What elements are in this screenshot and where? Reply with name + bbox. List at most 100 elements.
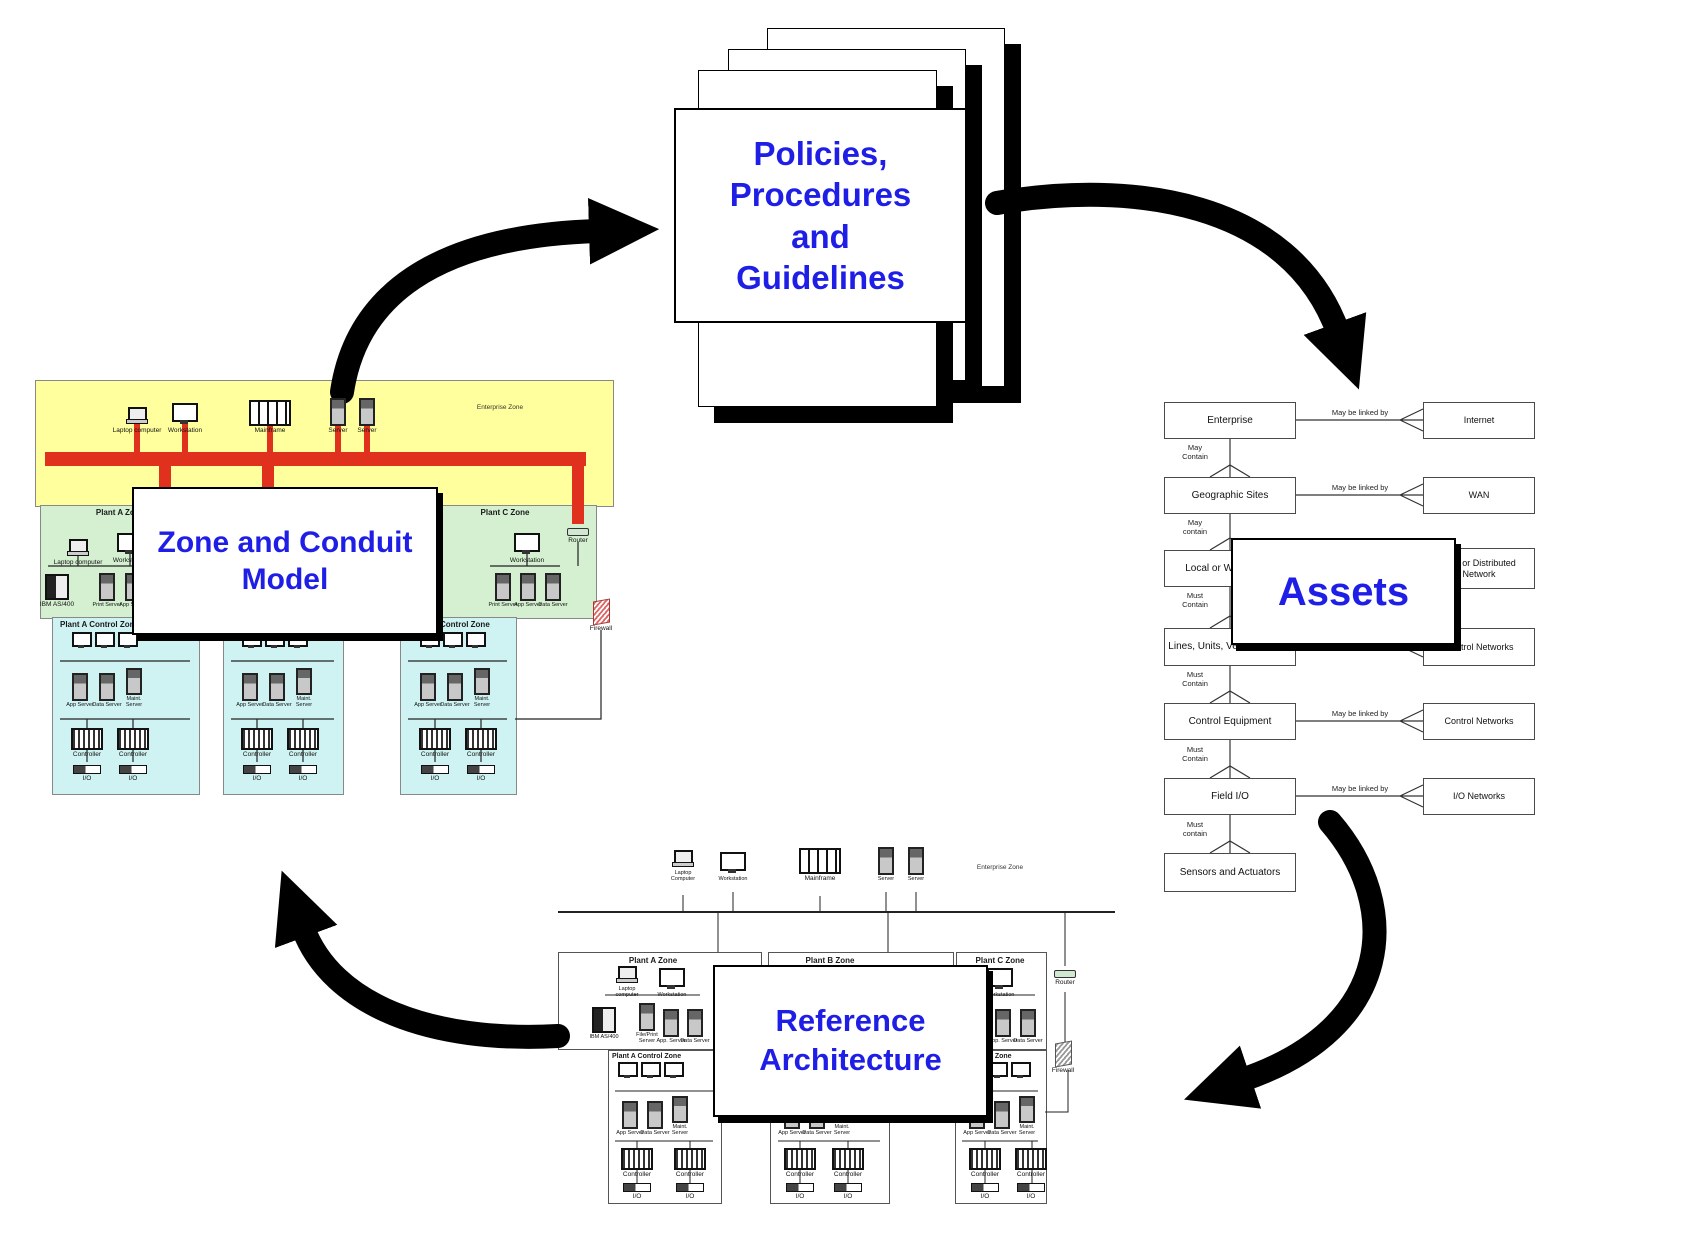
controller-icon xyxy=(832,1148,864,1170)
device-server: Maint. Server xyxy=(1012,1096,1042,1136)
server-icon xyxy=(672,1096,688,1123)
device-label: Controller xyxy=(785,1171,815,1178)
device-label: Data Server xyxy=(640,1130,670,1136)
server-icon xyxy=(242,673,258,701)
controller-icon xyxy=(419,728,451,750)
device-label: Data Server xyxy=(802,1130,832,1136)
mainframe-icon xyxy=(799,848,841,874)
device-label: I/O xyxy=(82,775,92,782)
device-mainframe: Mainframe xyxy=(244,388,296,434)
contain-label: Must Contain xyxy=(1182,591,1208,610)
controller-icon xyxy=(784,1148,816,1170)
device-controller: Controller xyxy=(231,728,283,758)
server-icon xyxy=(269,673,285,701)
device-label: Maint. Server xyxy=(671,1124,689,1136)
device-server: Maint. Server xyxy=(289,668,319,708)
device-io: I/O xyxy=(1005,1182,1057,1200)
monitor-icon xyxy=(641,1062,661,1078)
device-workstation: Workstation xyxy=(657,964,687,998)
device-label: Maint. Server xyxy=(295,696,313,708)
control-zone-c xyxy=(400,617,517,795)
device-hmi xyxy=(272,632,324,650)
monitor-icon xyxy=(618,1062,638,1078)
zone-conduit-label-box: Zone and Conduit Model xyxy=(132,487,438,635)
device-server: Server xyxy=(341,388,393,434)
device-io: I/O xyxy=(611,1182,663,1200)
io-icon xyxy=(971,1183,999,1192)
device-label: Mainframe xyxy=(254,427,286,434)
workstation-icon xyxy=(659,968,685,989)
io-icon xyxy=(289,765,317,774)
device-server: Data Server xyxy=(680,1000,710,1044)
server-icon xyxy=(1019,1096,1035,1123)
device-label: Data Server xyxy=(987,1130,1017,1136)
as400-icon xyxy=(592,1007,616,1033)
device-io: I/O xyxy=(822,1182,874,1200)
device-server: Maint. Server xyxy=(467,668,497,708)
device-label: Router xyxy=(1055,979,1075,986)
device-label: Controller xyxy=(420,751,450,758)
device-label: I/O xyxy=(843,1193,853,1200)
device-label: Controller xyxy=(1016,1171,1046,1178)
ref-enterprise-label: Enterprise Zone xyxy=(976,864,1024,871)
firewall-icon xyxy=(1054,1040,1072,1068)
device-label: Router xyxy=(568,537,588,544)
device-label: I/O xyxy=(795,1193,805,1200)
server-icon xyxy=(447,673,463,701)
device-server: Server xyxy=(901,840,931,882)
device-label: Controller xyxy=(466,751,496,758)
controller-icon xyxy=(465,728,497,750)
as400-icon xyxy=(45,574,69,600)
device-hmi xyxy=(56,632,108,650)
device-label: IBM AS/400 xyxy=(589,1034,619,1040)
device-io: I/O xyxy=(455,764,507,782)
device-hmi xyxy=(427,632,479,650)
server-icon xyxy=(878,847,894,875)
ref-control-zone-a xyxy=(608,1050,722,1204)
control-zone-a-label: Plant A Control Zone xyxy=(60,620,139,629)
server-icon xyxy=(495,573,511,601)
laptop-icon xyxy=(671,850,694,867)
device-label: I/O xyxy=(1026,1193,1036,1200)
device-label: I/O xyxy=(298,775,308,782)
device-label: Data Server xyxy=(92,702,122,708)
device-label: Maint. Server xyxy=(833,1124,851,1136)
io-icon xyxy=(467,765,495,774)
control-zone-c-label: Control Zone xyxy=(440,620,490,629)
device-firewall: Firewall xyxy=(575,598,627,632)
router-icon xyxy=(1054,970,1076,978)
server-icon xyxy=(420,673,436,701)
device-controller: Controller xyxy=(959,1148,1011,1178)
contain-label: May contain xyxy=(1182,518,1208,537)
monitor-icon xyxy=(72,632,92,648)
device-hmi xyxy=(602,1062,654,1080)
relation-label: May be linked by xyxy=(1331,784,1389,793)
server-icon xyxy=(520,573,536,601)
device-controller: Controller xyxy=(455,728,507,758)
device-workstation: Workstation xyxy=(159,388,211,434)
device-server: App. Server xyxy=(988,1000,1018,1044)
device-label: File/Print Server xyxy=(636,1032,658,1044)
device-server: Server xyxy=(871,840,901,882)
device-io: I/O xyxy=(959,1182,1011,1200)
ref-plant-a-label: Plant A Zone xyxy=(628,956,678,965)
device-controller: Controller xyxy=(611,1148,663,1178)
controller-icon xyxy=(287,728,319,750)
ref-control-zone-c xyxy=(955,1050,1047,1204)
device-laptop: Laptop Computer xyxy=(668,840,698,882)
server-icon xyxy=(622,1101,638,1129)
device-label: Workstation xyxy=(509,557,545,564)
device-label: Controller xyxy=(118,751,148,758)
workstation-icon xyxy=(172,403,198,424)
assets-label-box: Assets xyxy=(1231,538,1456,645)
device-io: I/O xyxy=(664,1182,716,1200)
device-label: Server xyxy=(907,876,925,882)
policies-label-box: Policies, Procedures and Guidelines xyxy=(674,108,967,323)
contain-label: May Contain xyxy=(1182,443,1208,462)
device-label: I/O xyxy=(128,775,138,782)
device-laptop: Laptop computer xyxy=(111,388,163,434)
device-label: Workstation xyxy=(985,992,1015,998)
io-icon xyxy=(1017,1183,1045,1192)
io-icon xyxy=(421,765,449,774)
